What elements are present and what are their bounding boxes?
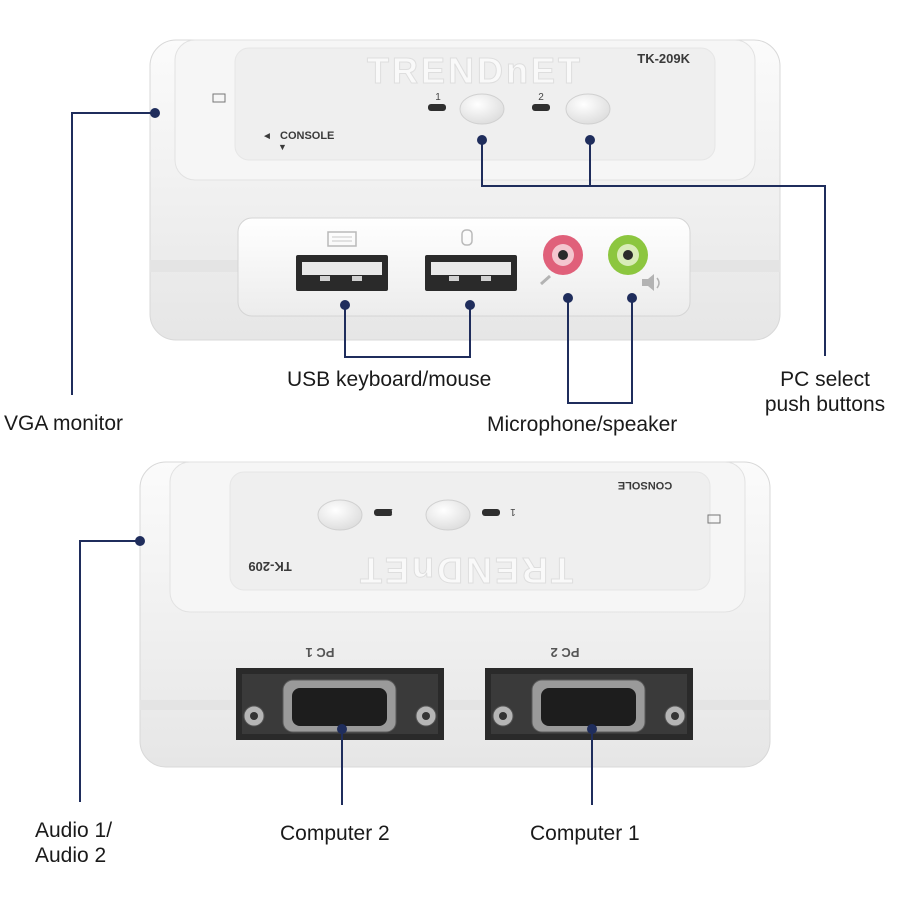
keyboard-icon: [327, 231, 357, 247]
audio-label: Audio 1/ Audio 2: [35, 818, 112, 868]
bottom-led-1-label: 1: [510, 506, 516, 517]
pc-select-leader: [481, 140, 826, 356]
top-console-arrow-icon: ◄: [262, 131, 272, 142]
top-led-2-label: 2: [538, 92, 544, 103]
microphone-jack: [543, 235, 583, 275]
usb-leader: [344, 305, 471, 358]
top-led-1: [428, 104, 446, 111]
top-console-down-arrow-icon: ▼: [278, 142, 287, 152]
computer-1-label: Computer 1: [530, 822, 640, 845]
audio-label-line1: Audio 1/: [35, 819, 113, 842]
top-console-label: CONSOLE: [280, 130, 334, 142]
audio-label-line2: Audio 2: [35, 844, 107, 867]
bottom-kvm-device: TRENDnET TK-209 1 2 CONSOLE PC 1 PC 2: [139, 461, 771, 768]
callout-dots: [135, 108, 637, 734]
top-model-label: TK-209K: [637, 51, 690, 66]
microphone-icon: [540, 274, 551, 286]
callout-leader-lines: [71, 112, 826, 805]
bottom-port-pc1-label: PC 1: [306, 645, 335, 660]
speaker-icon: [642, 274, 660, 291]
bottom-port-pc2-label: PC 2: [551, 645, 580, 660]
pc-select-label: PC select push buttons: [742, 367, 900, 417]
bottom-brand-logo: TRENDnET: [357, 550, 573, 591]
audio-leader: [79, 540, 140, 802]
bottom-pc2-select-button[interactable]: [317, 499, 363, 531]
speaker-jack: [608, 235, 648, 275]
microphone-speaker-label: Microphone/speaker: [487, 413, 678, 436]
bottom-console-label: CONSOLE: [618, 479, 672, 491]
top-monitor-icon: [212, 93, 226, 103]
bottom-led-2: [374, 509, 392, 516]
top-kvm-device: TRENDnET TK-209K 1 2 ◄ CONSOLE ▼: [149, 39, 781, 341]
vga-monitor-leader: [71, 112, 155, 395]
top-led-2: [532, 104, 550, 111]
bottom-monitor-icon: [707, 514, 721, 524]
mouse-icon: [461, 229, 473, 246]
usb-keyboard-mouse-label: USB keyboard/mouse: [287, 368, 492, 391]
pc2-select-button[interactable]: [565, 93, 611, 125]
computer-2-label: Computer 2: [280, 822, 390, 845]
top-brand-logo: TRENDnET: [367, 50, 583, 91]
vga-port-computer-1: [485, 668, 693, 740]
bottom-device-seam: [140, 700, 770, 710]
pc-select-label-line2: push buttons: [764, 393, 886, 416]
bottom-model-label: TK-209: [248, 559, 291, 574]
usb-keyboard-port: [296, 255, 388, 291]
pc-select-label-line1: PC select: [780, 368, 870, 391]
bottom-pc1-select-button[interactable]: [425, 499, 471, 531]
bottom-led-1: [482, 509, 500, 516]
vga-port-computer-2: [236, 668, 444, 740]
pc1-select-button[interactable]: [459, 93, 505, 125]
vga-monitor-label: VGA monitor: [4, 412, 124, 435]
usb-mouse-port: [425, 255, 517, 291]
top-led-1-label: 1: [435, 92, 441, 103]
mic-speaker-leader: [567, 298, 633, 404]
